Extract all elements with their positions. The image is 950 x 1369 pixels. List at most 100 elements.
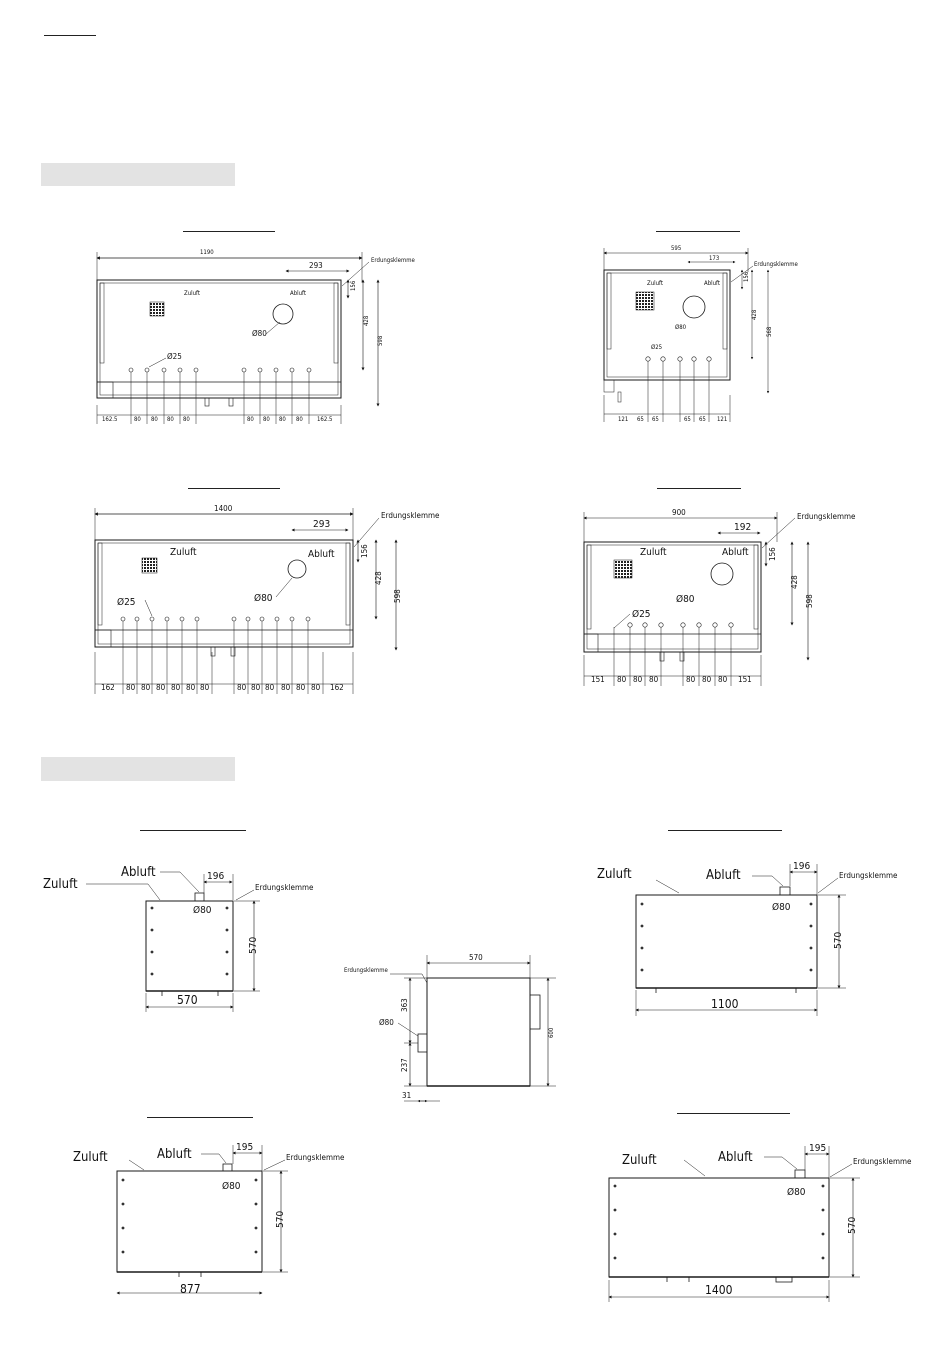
label-erdung: Erdungsklemme xyxy=(344,967,389,974)
label-zuluft: Zuluft xyxy=(43,877,78,892)
dim-bottom-5: 80 xyxy=(186,683,196,692)
dim-width: 570 xyxy=(469,953,483,962)
label-d80: Ø80 xyxy=(787,1186,806,1198)
title-underline-top-877 xyxy=(147,1117,253,1118)
side-view-570: 570 600 363 237 31 Erdungsklemme Ø80 xyxy=(344,953,556,1103)
dim-width: 1100 xyxy=(711,997,739,1011)
dim-428: 428 xyxy=(363,315,370,326)
dim-bottom-5: 80 xyxy=(702,675,712,684)
dim-width: 595 xyxy=(671,245,681,252)
dim-offset: 196 xyxy=(793,861,810,872)
dim-598: 568 xyxy=(766,326,773,337)
label-d25: Ø25 xyxy=(651,344,662,351)
dim-right-offset: 293 xyxy=(313,519,330,530)
dim-bottom-5: 121 xyxy=(717,416,727,423)
dim-bottom-10: 80 xyxy=(281,683,291,692)
dim-bottom-8: 80 xyxy=(251,683,261,692)
dim-right-offset: 293 xyxy=(309,261,323,270)
label-abluft: Abluft xyxy=(308,549,335,560)
title-underline-top-1400 xyxy=(677,1113,790,1114)
dim-bottom-11: 80 xyxy=(296,683,306,692)
dim-bottom-0: 162 xyxy=(101,683,115,692)
dim-598: 598 xyxy=(393,589,402,603)
dim-bottom-6: 80 xyxy=(200,683,210,692)
dim-bottom-2: 80 xyxy=(141,683,151,692)
title-underline-front-1400 xyxy=(188,488,280,489)
dim-bottom-4: 65 xyxy=(699,416,706,423)
dim-width: 900 xyxy=(672,508,686,517)
dim-598: 598 xyxy=(377,335,384,346)
section-bar-top-views xyxy=(41,757,235,781)
dim-bottom-9: 80 xyxy=(265,683,275,692)
dim-bottom-7: 80 xyxy=(237,683,247,692)
label-erdung: Erdungsklemme xyxy=(286,1153,345,1162)
dim-width: 570 xyxy=(177,993,198,1007)
dim-156: 156 xyxy=(350,280,357,291)
top-view-1400: Zuluft Abluft 195 Erdungsklemme Ø80 570 … xyxy=(608,1143,912,1302)
title-underline-front-1190 xyxy=(183,231,275,232)
label-d80: Ø80 xyxy=(254,592,273,604)
dim-156: 156 xyxy=(768,547,777,561)
dim-width: 1190 xyxy=(200,249,214,256)
dim-bottom-1: 65 xyxy=(637,416,644,423)
dim-bottom-1: 80 xyxy=(134,416,141,423)
label-abluft: Abluft xyxy=(290,290,306,297)
label-erdung: Erdungsklemme xyxy=(853,1157,912,1166)
label-erdung: Erdungsklemme xyxy=(381,511,440,520)
label-d25: Ø25 xyxy=(632,608,651,620)
dim-bottom-2: 80 xyxy=(633,675,643,684)
label-zuluft: Zuluft xyxy=(597,867,632,882)
dim-363: 363 xyxy=(400,998,409,1012)
dim-width: 877 xyxy=(180,1282,201,1296)
dim-bottom-3: 80 xyxy=(649,675,659,684)
dim-598: 598 xyxy=(805,594,814,608)
label-d80: Ø80 xyxy=(772,901,791,913)
title-underline-front-595 xyxy=(656,231,740,232)
label-zuluft: Zuluft xyxy=(170,547,197,558)
label-zuluft: Zuluft xyxy=(622,1153,657,1168)
top-view-570: Zuluft Abluft 196 Erdungsklemme Ø80 570 … xyxy=(43,865,314,1012)
label-abluft: Abluft xyxy=(722,547,749,558)
dim-height: 570 xyxy=(248,937,259,954)
dim-bottom-4: 80 xyxy=(686,675,696,684)
dim-428: 428 xyxy=(790,575,799,589)
dim-600: 600 xyxy=(548,1027,555,1038)
dim-bottom-2: 65 xyxy=(652,416,659,423)
label-erdung: Erdungsklemme xyxy=(255,883,314,892)
dim-offset: 196 xyxy=(207,871,224,882)
label-d80: Ø80 xyxy=(675,324,687,331)
dim-428: 428 xyxy=(374,571,383,585)
dim-bottom-12: 80 xyxy=(311,683,321,692)
title-underline-top-570 xyxy=(140,830,246,831)
dim-bottom-5: 80 xyxy=(247,416,254,423)
dim-bottom-6: 80 xyxy=(718,675,728,684)
dim-height: 570 xyxy=(275,1211,286,1228)
title-underline-top-1100 xyxy=(668,830,782,831)
label-abluft: Abluft xyxy=(157,1147,192,1162)
label-abluft: Abluft xyxy=(704,280,720,287)
header-underline xyxy=(44,35,96,36)
dim-237: 237 xyxy=(400,1058,409,1072)
label-zuluft: Zuluft xyxy=(640,547,667,558)
label-abluft: Abluft xyxy=(121,865,156,880)
label-d80: Ø80 xyxy=(676,593,695,605)
dim-offset: 195 xyxy=(809,1143,826,1154)
dim-bottom-0: 151 xyxy=(591,675,605,684)
label-abluft: Abluft xyxy=(718,1150,753,1165)
dim-bottom-8: 80 xyxy=(296,416,303,423)
label-d80: Ø80 xyxy=(252,328,267,338)
label-d25: Ø25 xyxy=(117,596,136,608)
top-view-1100: Zuluft Abluft 196 Erdungsklemme Ø80 570 … xyxy=(597,861,898,1016)
label-zuluft: Zuluft xyxy=(647,280,663,287)
dim-bottom-0: 121 xyxy=(618,416,628,423)
dim-height: 570 xyxy=(833,932,844,949)
dim-bottom-4: 80 xyxy=(171,683,181,692)
dim-bottom-3: 80 xyxy=(156,683,166,692)
dim-156: 156 xyxy=(360,544,369,558)
label-d25: Ø25 xyxy=(167,351,182,361)
dim-428: 428 xyxy=(751,309,758,320)
front-view-1400: 1400 293 Zuluft Abluft Erdungsklemme Ø80… xyxy=(94,504,440,694)
label-erdung: Erdungsklemme xyxy=(797,512,856,521)
front-view-900: 900 192 Zuluft Abluft Erdungsklemme Ø80 … xyxy=(583,508,856,686)
